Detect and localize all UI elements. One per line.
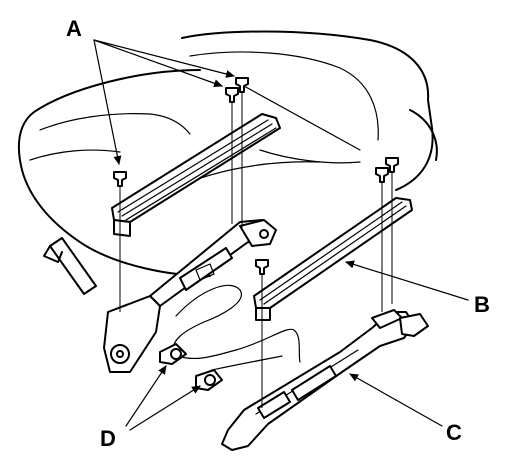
screw-icon: [385, 157, 399, 173]
leader-line: [243, 85, 361, 151]
callout-a-arrows: [93, 39, 235, 165]
arrow-icon: [93, 39, 235, 78]
arrow-icon: [93, 39, 223, 88]
right-seat-track: [221, 197, 429, 451]
screw-icon: [235, 77, 249, 93]
arrow-icon: [125, 365, 167, 427]
screw-icon: [113, 171, 127, 187]
bolt-rear-right-b: [385, 157, 399, 304]
arrow-icon: [93, 39, 122, 165]
seat-lever: [43, 237, 97, 295]
screw-icon: [375, 167, 389, 183]
connector-lower: [195, 369, 223, 391]
arrow-icon: [349, 373, 443, 427]
bolt-front-right: [255, 259, 269, 408]
screw-icon: [225, 87, 239, 103]
arrow-icon: [345, 260, 469, 301]
callout-d-arrows: [125, 365, 201, 431]
left-seat-track: [103, 113, 281, 373]
callout-label-a: A: [66, 16, 82, 41]
wire-harness: [172, 284, 301, 371]
connector-upper: [159, 343, 187, 365]
bolt-front-left: [113, 171, 127, 312]
callout-label-d: D: [100, 426, 116, 451]
arrow-icon: [129, 385, 201, 431]
bolt-rear-right-a: [375, 167, 389, 312]
bolt-rear-left-b: [235, 77, 249, 230]
screw-icon: [255, 259, 269, 275]
callout-label-b: B: [474, 292, 490, 317]
callout-label-c: C: [446, 420, 462, 445]
bolt-rear-left-a: [225, 87, 239, 224]
